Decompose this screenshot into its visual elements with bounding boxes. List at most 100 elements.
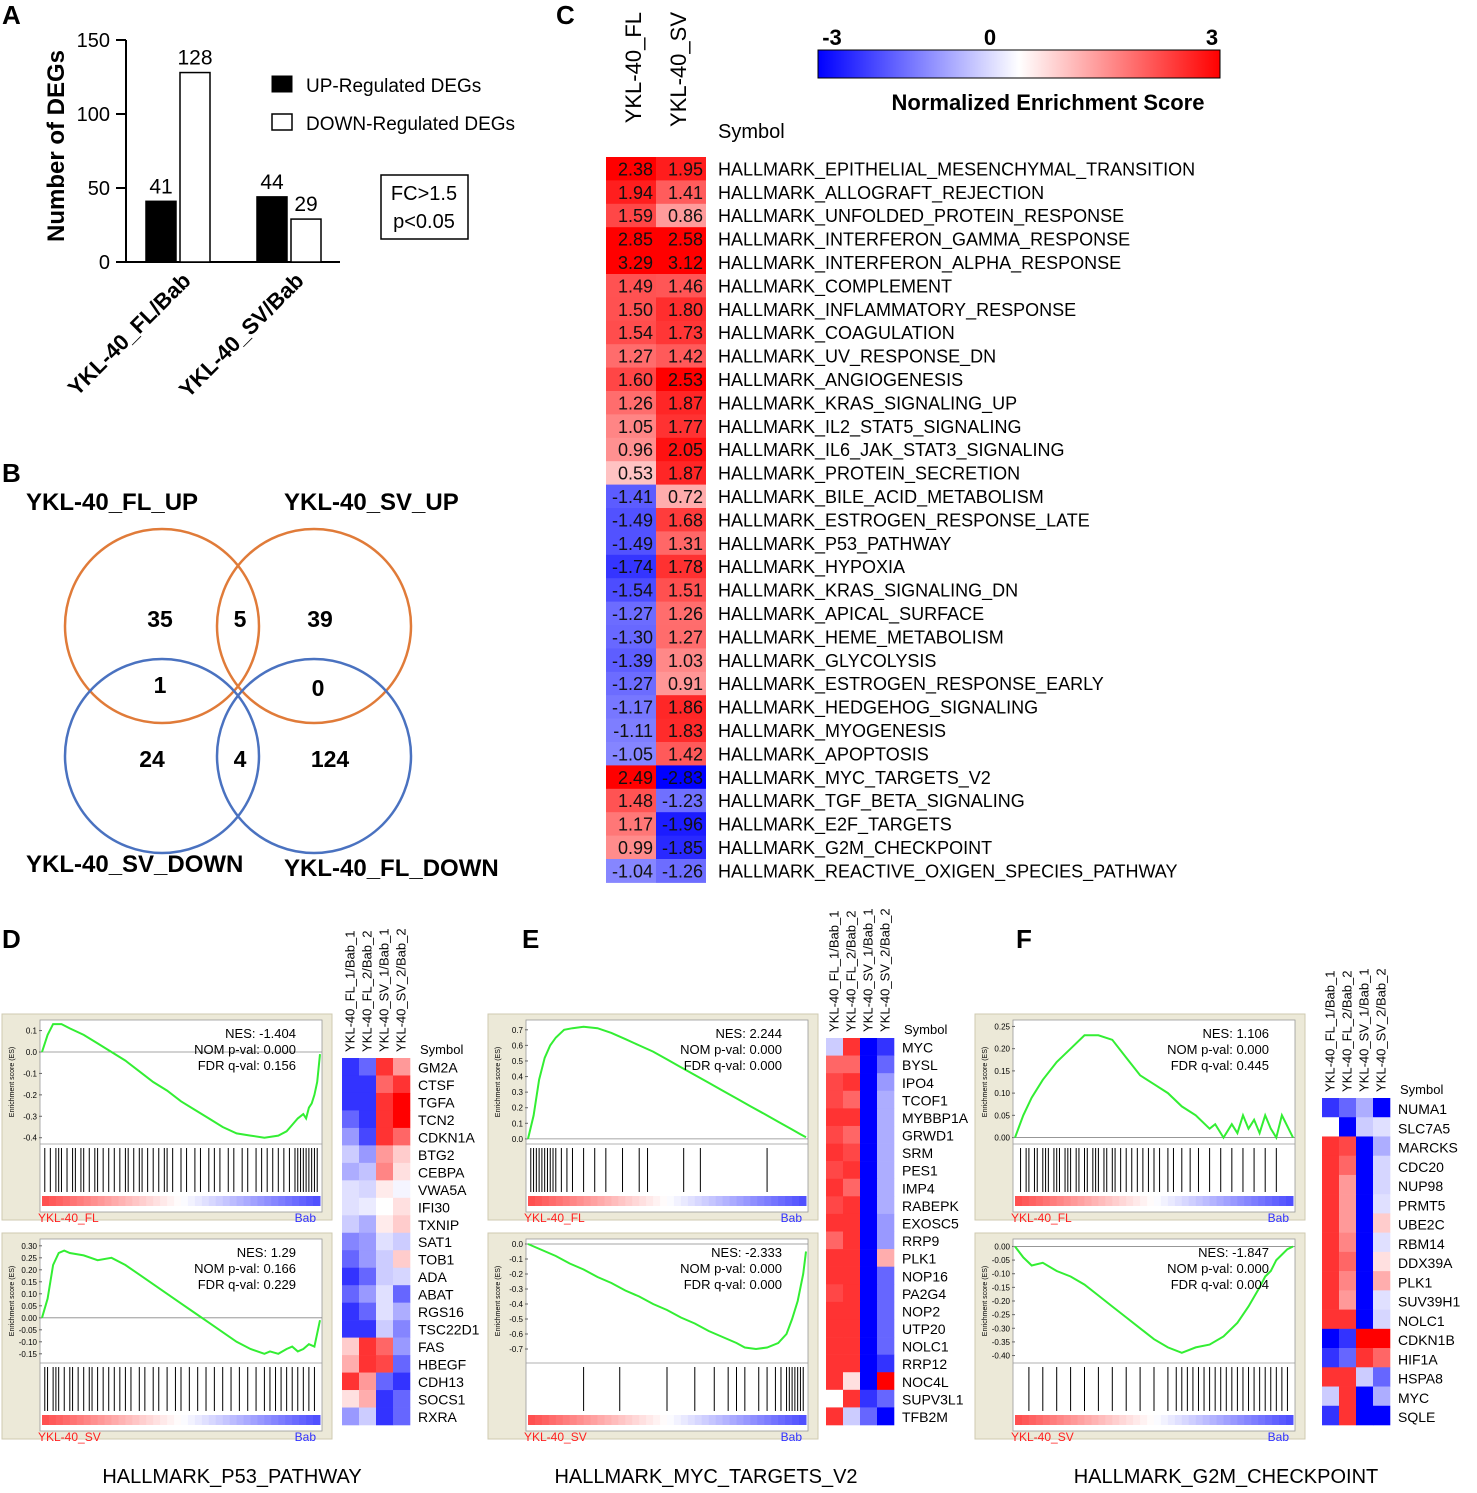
gsea-heat-cell	[359, 1092, 377, 1111]
gsea-bottom-ytick-label: 0.25	[21, 1254, 37, 1263]
gsea-top-rank-gradient-seg	[757, 1196, 765, 1206]
gsea-top-rank-gradient-seg	[785, 1196, 793, 1206]
gsea-heat-cell	[1356, 1328, 1374, 1349]
c-heat-cell	[606, 250, 656, 275]
gsea-heat-cell	[860, 1178, 878, 1197]
c-heat-cell	[656, 344, 706, 369]
gsea-heat-cell	[860, 1108, 878, 1127]
gsea-top-rank-gradient-seg	[1035, 1196, 1044, 1206]
gsea-bottom-rank-gradient-seg	[1286, 1415, 1294, 1425]
gsea-bottom-right-label: Bab	[295, 1430, 317, 1444]
c-heat-cell	[656, 180, 706, 205]
gsea-heat-cell	[1356, 1367, 1374, 1387]
gsea-heat-col-label: YKL-40_SV_2/Bab_2	[1374, 968, 1389, 1092]
gsea-gene-label: NUP98	[1398, 1178, 1443, 1194]
gsea-bottom-rank-gradient-seg	[1174, 1415, 1183, 1425]
c-heat-cell	[606, 414, 656, 439]
c-heat-value: 0.96	[618, 440, 653, 460]
gsea-heat-cell	[860, 1038, 878, 1056]
gsea-heat-cell	[843, 1178, 861, 1197]
a-xtick-fl: YKL-40_FL/Bab	[63, 268, 196, 401]
gsea-heat-cell	[1339, 1367, 1357, 1387]
gsea-top-rank-gradient-seg	[201, 1196, 210, 1206]
gsea-gene-label: SOCS1	[418, 1392, 466, 1408]
gsea-top-ytick-label: 0.10	[994, 1089, 1010, 1098]
gsea-bottom-rank-gradient-seg	[215, 1415, 224, 1425]
gsea-top-fdr: FDR q-val: 0.156	[198, 1058, 296, 1073]
gsea-heat-cell	[826, 1301, 844, 1320]
c-heat-cell	[606, 367, 656, 392]
venn-fl-up-circle	[63, 527, 261, 725]
gsea-bottom-rank-gradient-seg	[250, 1415, 258, 1425]
gsea-heat-cell	[359, 1372, 377, 1391]
c-heat-cell	[606, 835, 656, 860]
venn-count: 35	[147, 606, 173, 632]
gsea-bottom-rank-gradient-seg	[673, 1415, 682, 1425]
c-heat-value: 1.50	[618, 300, 653, 320]
gsea-bottom-rank-gradient-seg	[1091, 1415, 1099, 1425]
gsea-gene-label: IFI30	[418, 1199, 450, 1215]
gsea-heat-cell	[1373, 1309, 1391, 1330]
gsea-heat-cell	[826, 1389, 844, 1408]
gsea-top-rank-gradient-seg	[111, 1196, 119, 1206]
gsea-heat-cell	[826, 1354, 844, 1373]
gsea-heat-cell	[877, 1161, 895, 1180]
gsea-bottom-rank-gradient-seg	[146, 1415, 154, 1425]
gsea-gene-label: ABAT	[418, 1287, 454, 1303]
gsea-heat-cell	[342, 1267, 360, 1286]
gsea-top-rank-gradient-seg	[778, 1196, 786, 1206]
c-row-label: HALLMARK_EPITHELIAL_MESENCHYMAL_TRANSITI…	[718, 159, 1195, 180]
gsea-heat-cell	[860, 1301, 878, 1320]
gsea-gene-label: UTP20	[902, 1321, 946, 1337]
gsea-bottom-rank-gradient-seg	[194, 1415, 203, 1425]
c-heat-value: 1.05	[618, 417, 653, 437]
gsea-top-rank-gradient-seg	[743, 1196, 751, 1206]
gsea-top-rank-gradient-seg	[236, 1196, 245, 1206]
gsea-bottom-rank-gradient-seg	[715, 1415, 724, 1425]
gsea-gene-label: IMP4	[902, 1180, 935, 1196]
gsea-bottom-rank-gradient-seg	[611, 1415, 619, 1425]
gsea-bottom-rank-gradient-seg	[243, 1415, 251, 1425]
c-heat-value: 2.05	[668, 440, 703, 460]
c-heat-cell	[656, 508, 706, 532]
gsea-heat-cell	[342, 1355, 360, 1373]
gsea-bottom-rank-gradient-seg	[1105, 1415, 1113, 1425]
gsea-bottom-rank-gradient-seg	[792, 1415, 800, 1425]
gsea-heat-cell	[1373, 1232, 1391, 1253]
c-heat-value: -1.41	[612, 487, 653, 507]
c-heat-cell	[656, 859, 706, 883]
gsea-heat-cell	[860, 1090, 878, 1109]
venn-fl-down-circle	[215, 657, 413, 855]
gsea-bottom-rank-gradient-seg	[1195, 1415, 1204, 1425]
gsea-top-rank-gradient-seg	[1279, 1196, 1287, 1206]
gsea-top-rank-gradient-seg	[694, 1196, 703, 1206]
a-bar-value-label: 41	[149, 175, 172, 198]
gsea-top-rank-gradient-seg	[1258, 1196, 1266, 1206]
gsea-heat-cell	[1322, 1194, 1340, 1214]
gsea-heat-cell	[1339, 1213, 1357, 1233]
c-heat-value: 1.80	[668, 300, 703, 320]
gsea-heat-cell	[1356, 1174, 1374, 1195]
gsea-bottom-ytick-label: -0.7	[509, 1345, 523, 1354]
gsea-heat-cell	[1373, 1348, 1391, 1368]
c-row-label: HALLMARK_GLYCOLYSIS	[718, 651, 936, 672]
gsea-heat-cell	[342, 1180, 360, 1199]
gsea-heat-cell	[826, 1196, 844, 1215]
gsea-heat-cell	[1339, 1290, 1357, 1310]
gsea-top-rank-gradient-seg	[569, 1196, 578, 1206]
gsea-bottom-rank-gradient-seg	[729, 1415, 737, 1425]
gsea-bottom-rank-gradient-seg	[299, 1415, 307, 1425]
gsea-bottom-ytick-label: -0.2	[509, 1270, 523, 1279]
gsea-gene-label: MYBBP1A	[902, 1110, 969, 1126]
gsea-gene-label: SUV39H1	[1398, 1294, 1460, 1310]
colorbar-title: Normalized Enrichment Score	[892, 90, 1205, 115]
gsea-gene-label: SAT1	[418, 1234, 452, 1250]
panel-label-a: A	[2, 0, 21, 30]
gsea-top-rank-gradient-seg	[83, 1196, 92, 1206]
gsea-bottom-rank-gradient-seg	[313, 1415, 321, 1425]
gsea-heat-cell	[393, 1110, 411, 1129]
gsea-gene-label: CDKN1B	[1398, 1332, 1455, 1348]
gsea-bottom-rank-gradient-seg	[1272, 1415, 1280, 1425]
gsea-symbol-header: Symbol	[904, 1022, 947, 1037]
